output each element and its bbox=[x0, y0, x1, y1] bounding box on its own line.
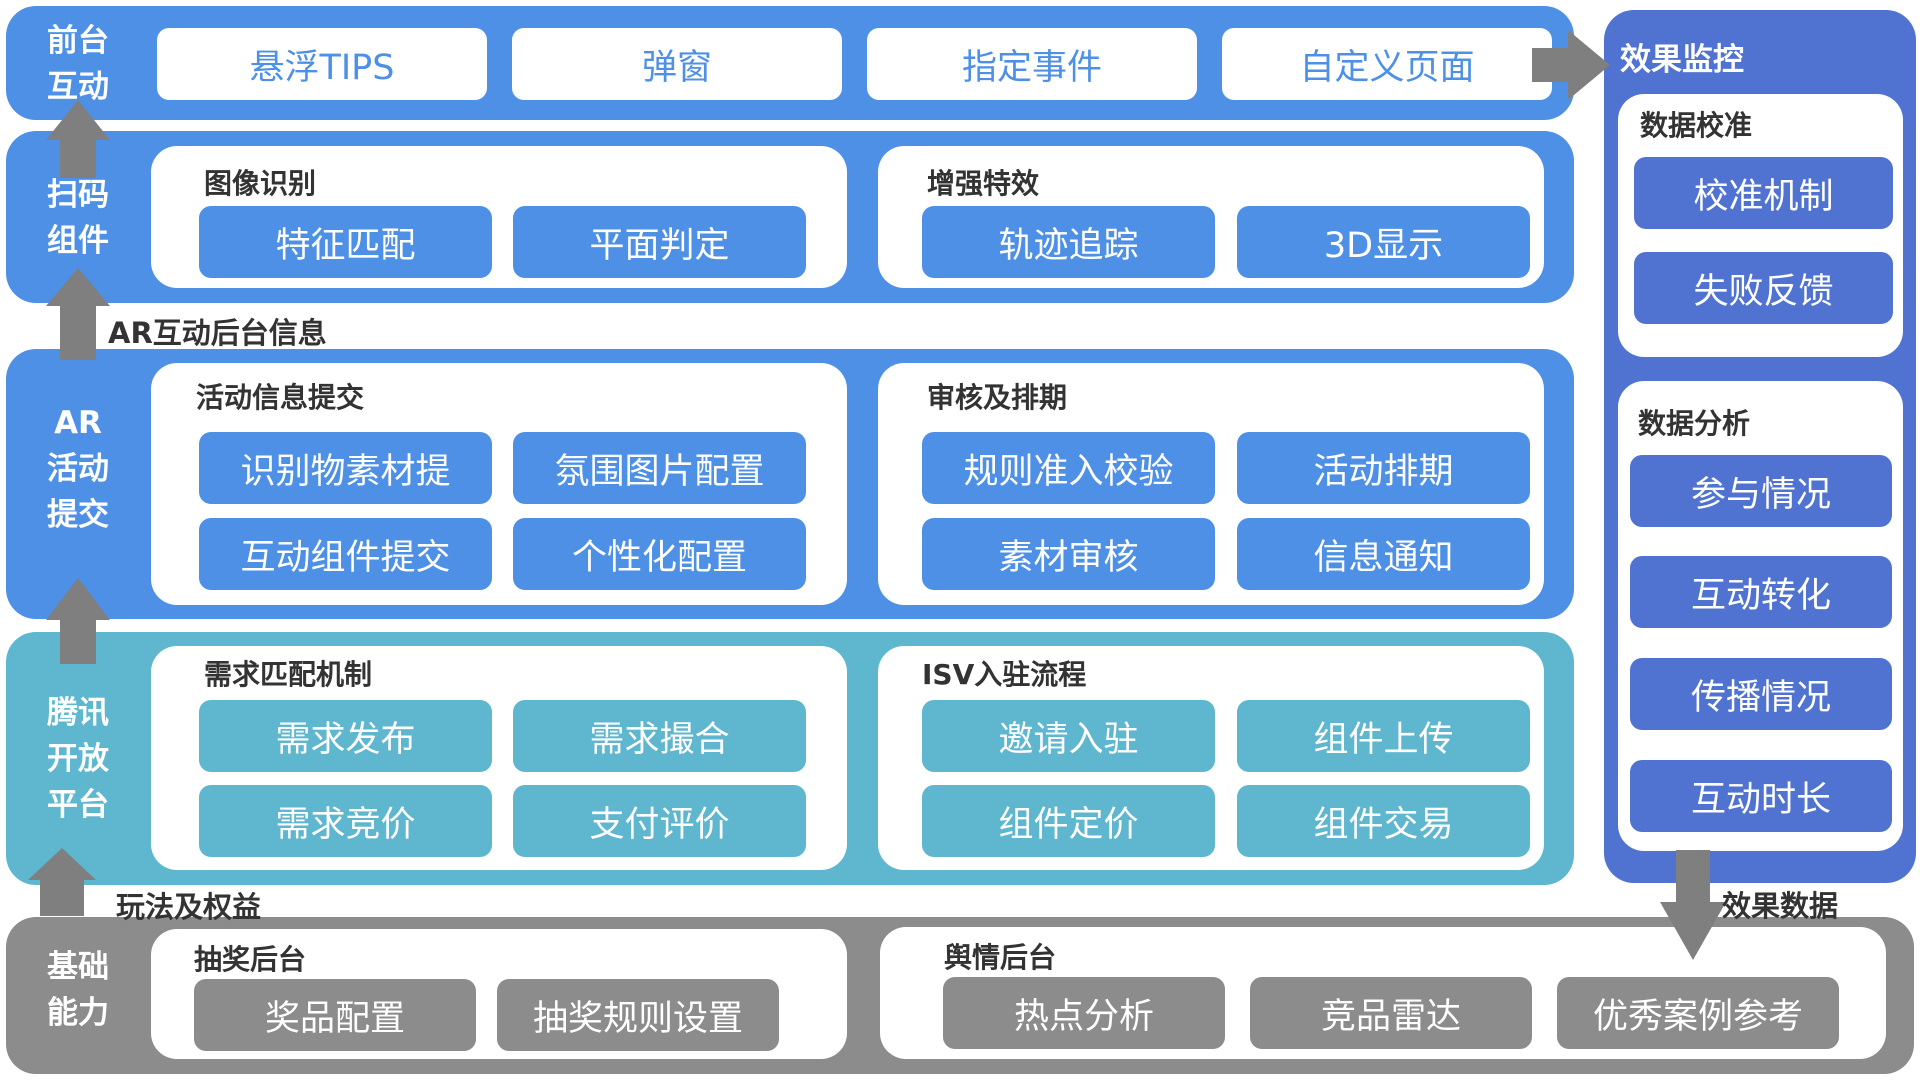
ar-backend-note: AR互动后台信息 bbox=[108, 316, 327, 350]
spread-chip[interactable]: 传播情况 bbox=[1630, 658, 1892, 730]
trajectory-tracking-chip[interactable]: 轨迹追踪 bbox=[922, 206, 1215, 278]
front-item-event[interactable]: 指定事件 bbox=[867, 28, 1197, 100]
demand-publish-chip[interactable]: 需求发布 bbox=[199, 700, 492, 772]
atmosphere-image-chip[interactable]: 氛围图片配置 bbox=[513, 432, 806, 504]
lottery-rule-chip[interactable]: 抽奖规则设置 bbox=[497, 979, 779, 1051]
enhanced-effects-title: 增强特效 bbox=[927, 167, 1040, 200]
arrow-right-icon bbox=[1532, 30, 1610, 100]
hotspot-analysis-chip[interactable]: 热点分析 bbox=[943, 977, 1225, 1049]
basic-capability-label: 基础 能力 bbox=[47, 949, 109, 1031]
component-submit-chip[interactable]: 互动组件提交 bbox=[199, 518, 492, 590]
front-interaction-label: 前台 互动 bbox=[47, 23, 109, 105]
tencent-platform-label: 腾讯 开放 平台 bbox=[47, 695, 109, 823]
activity-submit-title: 活动信息提交 bbox=[196, 381, 365, 414]
component-pricing-chip[interactable]: 组件定价 bbox=[922, 785, 1215, 857]
arrow-up-icon bbox=[28, 848, 96, 916]
calibration-mechanism-chip[interactable]: 校准机制 bbox=[1634, 157, 1893, 229]
failure-feedback-chip[interactable]: 失败反馈 bbox=[1634, 252, 1893, 324]
material-review-chip[interactable]: 素材审核 bbox=[922, 518, 1215, 590]
data-calibration-title: 数据校准 bbox=[1640, 109, 1753, 142]
arrow-up-icon bbox=[46, 100, 110, 178]
effect-monitor-title: 效果监控 bbox=[1620, 42, 1744, 78]
case-reference-chip[interactable]: 优秀案例参考 bbox=[1557, 977, 1839, 1049]
3d-display-chip[interactable]: 3D显示 bbox=[1237, 206, 1530, 278]
front-item-popup[interactable]: 弹窗 bbox=[512, 28, 842, 100]
feature-match-chip[interactable]: 特征匹配 bbox=[199, 206, 492, 278]
rule-check-chip[interactable]: 规则准入校验 bbox=[922, 432, 1215, 504]
front-item-tips[interactable]: 悬浮TIPS bbox=[157, 28, 487, 100]
demand-bid-chip[interactable]: 需求竞价 bbox=[199, 785, 492, 857]
interaction-duration-chip[interactable]: 互动时长 bbox=[1630, 760, 1892, 832]
data-analysis-title: 数据分析 bbox=[1638, 407, 1751, 440]
image-recognition-title: 图像识别 bbox=[204, 167, 317, 200]
info-notify-chip[interactable]: 信息通知 bbox=[1237, 518, 1530, 590]
interaction-conversion-chip[interactable]: 互动转化 bbox=[1630, 556, 1892, 628]
material-submit-chip[interactable]: 识别物素材提 bbox=[199, 432, 492, 504]
demand-match-chip[interactable]: 需求撮合 bbox=[513, 700, 806, 772]
lottery-backend-title: 抽奖后台 bbox=[194, 943, 307, 976]
competitor-radar-chip[interactable]: 竞品雷达 bbox=[1250, 977, 1532, 1049]
ar-submit-label: AR 活动 提交 bbox=[47, 405, 109, 533]
front-item-custom-page[interactable]: 自定义页面 bbox=[1222, 28, 1552, 100]
arrow-up-icon bbox=[46, 268, 110, 360]
isv-onboard-title: ISV入驻流程 bbox=[922, 658, 1087, 691]
personalize-config-chip[interactable]: 个性化配置 bbox=[513, 518, 806, 590]
opinion-backend-title: 舆情后台 bbox=[944, 941, 1057, 974]
invite-onboard-chip[interactable]: 邀请入驻 bbox=[922, 700, 1215, 772]
review-schedule-title: 审核及排期 bbox=[927, 381, 1068, 414]
component-trade-chip[interactable]: 组件交易 bbox=[1237, 785, 1530, 857]
scan-component-label: 扫码 组件 bbox=[47, 177, 109, 259]
prize-config-chip[interactable]: 奖品配置 bbox=[194, 979, 476, 1051]
pay-review-chip[interactable]: 支付评价 bbox=[513, 785, 806, 857]
arrow-down-icon bbox=[1660, 850, 1726, 960]
effect-data-note: 效果数据 bbox=[1722, 889, 1839, 923]
component-upload-chip[interactable]: 组件上传 bbox=[1237, 700, 1530, 772]
activity-schedule-chip[interactable]: 活动排期 bbox=[1237, 432, 1530, 504]
demand-match-title: 需求匹配机制 bbox=[204, 658, 373, 691]
participation-chip[interactable]: 参与情况 bbox=[1630, 455, 1892, 527]
plane-detect-chip[interactable]: 平面判定 bbox=[513, 206, 806, 278]
arrow-up-icon bbox=[46, 578, 110, 664]
play-rights-note: 玩法及权益 bbox=[116, 890, 262, 924]
